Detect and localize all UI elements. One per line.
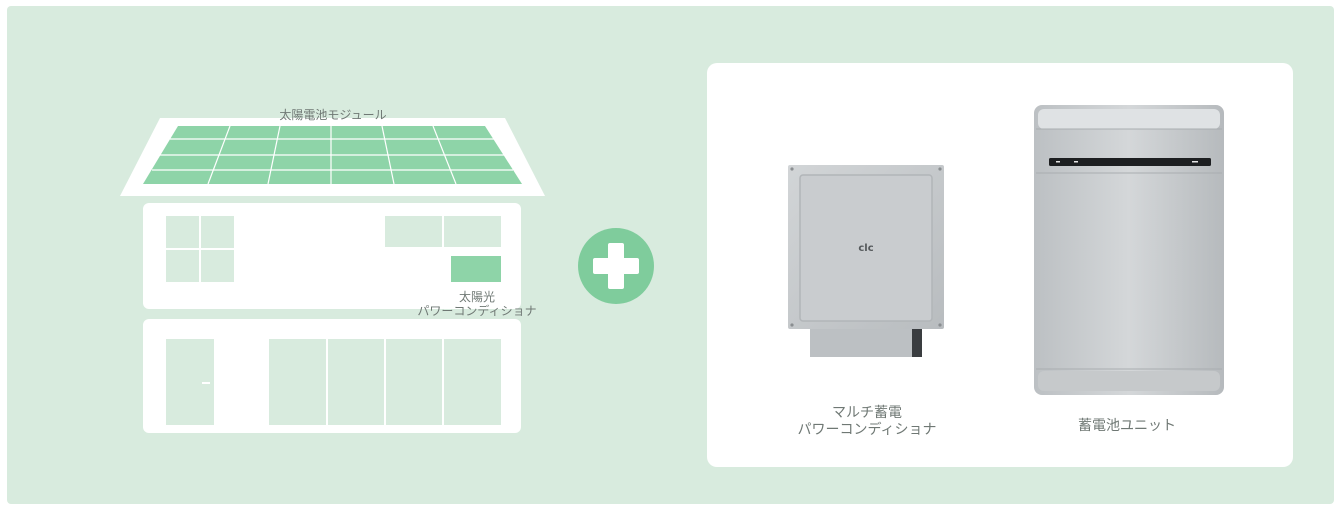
multi-storage-power-conditioner-image: clc — [788, 165, 944, 357]
brand-logo: clc — [858, 243, 873, 254]
pc-label-line1: 太陽光 — [458, 290, 495, 304]
products-card: clc マルチ蓄電 パワーコンディショナ — [707, 63, 1293, 467]
solar-power-conditioner-icon — [451, 256, 501, 282]
diagram-background: 太陽電池モジュール 太陽光 パワーコンディショナ — [7, 6, 1334, 504]
solar-roof-illustration — [120, 118, 545, 196]
solar-power-conditioner-label: 太陽光 パワーコンディショナ — [387, 290, 567, 318]
plus-icon — [578, 228, 654, 304]
door-handle — [202, 382, 210, 384]
battery-unit-image — [1034, 105, 1224, 395]
window-divider — [166, 248, 234, 250]
window-divider — [326, 339, 328, 425]
inverter-caption-line2: パワーコンディショナ — [797, 422, 937, 438]
window-divider — [442, 339, 444, 425]
house-lower-floor — [143, 319, 521, 433]
battery-caption: 蓄電池ユニット — [1078, 418, 1176, 434]
window-divider — [384, 339, 386, 425]
inverter-caption-line1: マルチ蓄電 — [832, 405, 902, 421]
window-divider — [442, 216, 444, 247]
inverter-caption: マルチ蓄電 パワーコンディショナ — [747, 405, 987, 439]
pc-label-line2: パワーコンディショナ — [417, 304, 537, 318]
solar-module-label: 太陽電池モジュール — [279, 108, 387, 122]
